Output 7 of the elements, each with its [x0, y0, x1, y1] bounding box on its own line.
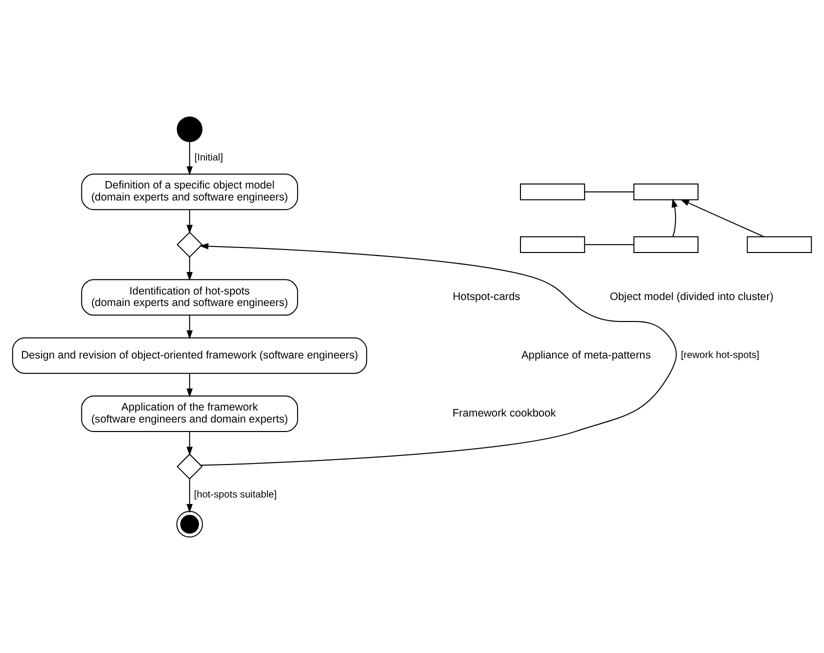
edge-label: [hot-spots suitable] [194, 489, 277, 500]
edge-label: [rework hot-spots] [680, 350, 760, 361]
label: Hotspot-cards [452, 290, 520, 303]
label: Framework cookbook [452, 407, 556, 420]
label: Appliance of meta-patterns [521, 348, 651, 361]
edge-label: [Initial] [194, 152, 223, 163]
label: Object model (divided into cluster) [610, 290, 774, 303]
